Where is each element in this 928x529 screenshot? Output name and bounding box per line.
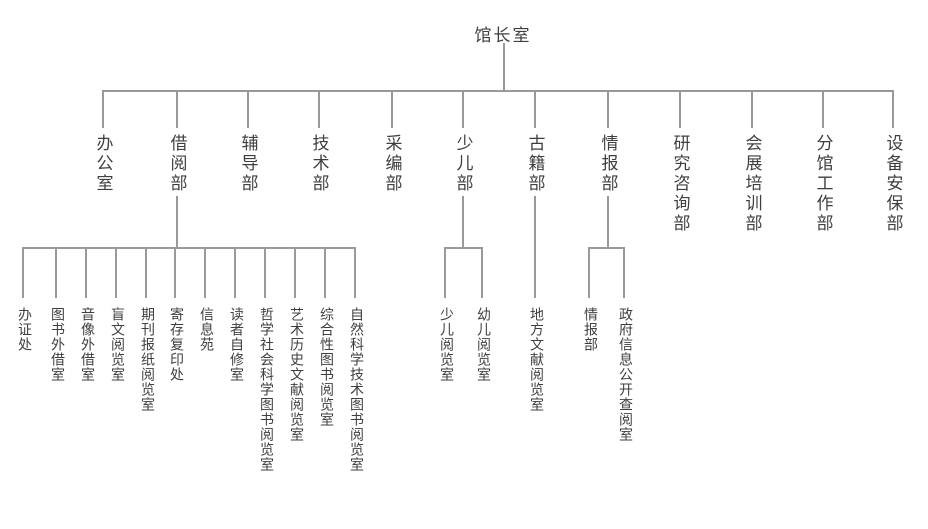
unit-connector-line xyxy=(588,247,590,298)
unit-label: 哲学社会科学图书阅览室 xyxy=(258,307,273,472)
dept-connector-line xyxy=(102,90,104,128)
dept-connector-line xyxy=(534,90,536,128)
unit-label: 政府信息公开查阅室 xyxy=(617,307,632,442)
unit-label: 读者自修室 xyxy=(228,307,243,382)
unit-connector-line xyxy=(264,247,266,298)
dept-connector-line xyxy=(391,90,393,128)
subtree-bus-line xyxy=(588,247,625,249)
dept-label: 会展培训部 xyxy=(742,134,762,234)
unit-connector-line xyxy=(145,247,147,298)
unit-label: 盲文阅览室 xyxy=(109,307,124,382)
unit-label: 音像外借室 xyxy=(79,307,94,382)
unit-label: 少儿阅览室 xyxy=(438,307,453,382)
dept-connector-line xyxy=(892,90,894,128)
dept-connector-line xyxy=(462,90,464,128)
unit-connector-line xyxy=(444,247,446,298)
unit-connector-line xyxy=(174,247,176,298)
unit-connector-line xyxy=(354,247,356,298)
dept-label: 少儿部 xyxy=(453,134,473,194)
unit-label: 寄存复印处 xyxy=(168,307,183,382)
unit-connector-line xyxy=(22,247,24,298)
unit-connector-line xyxy=(55,247,57,298)
subtree-connector-line xyxy=(607,196,609,249)
subtree-connector-line xyxy=(462,196,464,249)
dept-label: 研究咨询部 xyxy=(670,134,690,234)
unit-label: 办证处 xyxy=(16,307,31,352)
root-node-label: 馆长室 xyxy=(474,26,532,45)
dept-label: 借阅部 xyxy=(167,134,187,194)
dept-connector-line xyxy=(607,90,609,128)
subtree-bus-line xyxy=(444,247,483,249)
unit-connector-line xyxy=(481,247,483,298)
dept-connector-line xyxy=(318,90,320,128)
dept-connector-line xyxy=(176,90,178,128)
unit-label: 图书外借室 xyxy=(49,307,64,382)
unit-connector-line xyxy=(294,247,296,298)
unit-label: 地方文献阅览室 xyxy=(528,307,543,412)
level1-bus-line xyxy=(102,90,894,92)
unit-connector-line xyxy=(534,196,536,298)
dept-connector-line xyxy=(822,90,824,128)
unit-connector-line xyxy=(115,247,117,298)
dept-label: 古籍部 xyxy=(525,134,545,194)
unit-label: 情报部 xyxy=(582,307,597,352)
unit-connector-line xyxy=(204,247,206,298)
dept-label: 情报部 xyxy=(598,134,618,194)
unit-label: 艺术历史文献阅览室 xyxy=(288,307,303,442)
unit-label: 幼儿阅览室 xyxy=(475,307,490,382)
unit-label: 期刊报纸阅览室 xyxy=(139,307,154,412)
dept-label: 辅导部 xyxy=(238,134,258,194)
unit-connector-line xyxy=(623,247,625,298)
subtree-connector-line xyxy=(176,196,178,249)
dept-connector-line xyxy=(247,90,249,128)
root-connector-line xyxy=(503,43,505,92)
unit-label: 综合性图书阅览室 xyxy=(318,307,333,427)
subtree-bus-line xyxy=(22,247,356,249)
unit-connector-line xyxy=(234,247,236,298)
unit-connector-line xyxy=(324,247,326,298)
unit-connector-line xyxy=(85,247,87,298)
dept-label: 分馆工作部 xyxy=(813,134,833,234)
dept-connector-line xyxy=(751,90,753,128)
dept-label: 设备安保部 xyxy=(883,134,903,234)
dept-label: 办公室 xyxy=(93,134,113,194)
dept-connector-line xyxy=(679,90,681,128)
unit-label: 信息苑 xyxy=(198,307,213,352)
dept-label: 技术部 xyxy=(309,134,329,194)
dept-label: 采编部 xyxy=(382,134,402,194)
unit-label: 自然科学技术图书阅览室 xyxy=(348,307,363,472)
